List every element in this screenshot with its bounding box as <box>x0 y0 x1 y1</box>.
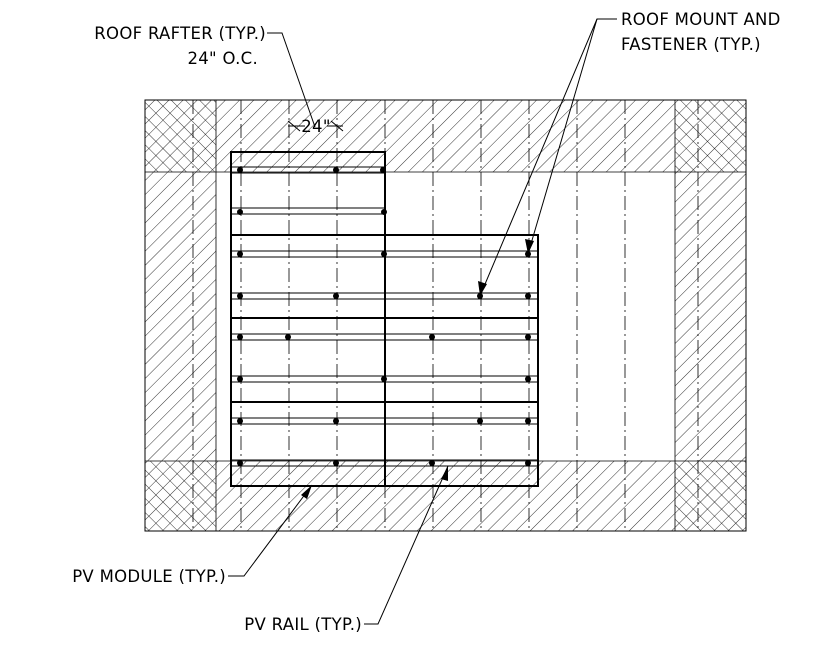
roof-setback-right <box>675 172 746 461</box>
module-leader <box>228 484 313 577</box>
roof-outline <box>144 99 747 532</box>
pv-module <box>384 401 539 487</box>
leaders <box>228 18 617 625</box>
module-label: PV MODULE (TYP.) <box>72 567 226 586</box>
spacing-dim-label: 24" <box>301 117 331 136</box>
pv-rails <box>231 166 538 467</box>
roof-array-area <box>216 172 675 461</box>
roof-corner-crosshatch <box>145 100 746 531</box>
pv-modules <box>230 151 539 487</box>
mount-leader-2 <box>527 18 598 255</box>
roof-setback-left <box>145 172 216 461</box>
rafter-label-line1: ROOF RAFTER (TYP.) <box>94 24 266 43</box>
leader-arrowheads <box>301 239 534 499</box>
rail-label: PV RAIL (TYP.) <box>244 615 362 634</box>
rail-leader <box>364 465 449 625</box>
mount-label-line1: ROOF MOUNT AND <box>621 10 781 29</box>
mount-label-line2: FASTENER (TYP.) <box>621 35 761 54</box>
roof-setback-top <box>145 100 746 172</box>
rafter-leader <box>267 32 316 128</box>
callouts: ROOF RAFTER (TYP.) 24" O.C. ROOF MOUNT A… <box>72 10 781 634</box>
spacing-dimension: 24" <box>287 117 344 136</box>
rafter-label-line2: 24" O.C. <box>187 49 258 68</box>
